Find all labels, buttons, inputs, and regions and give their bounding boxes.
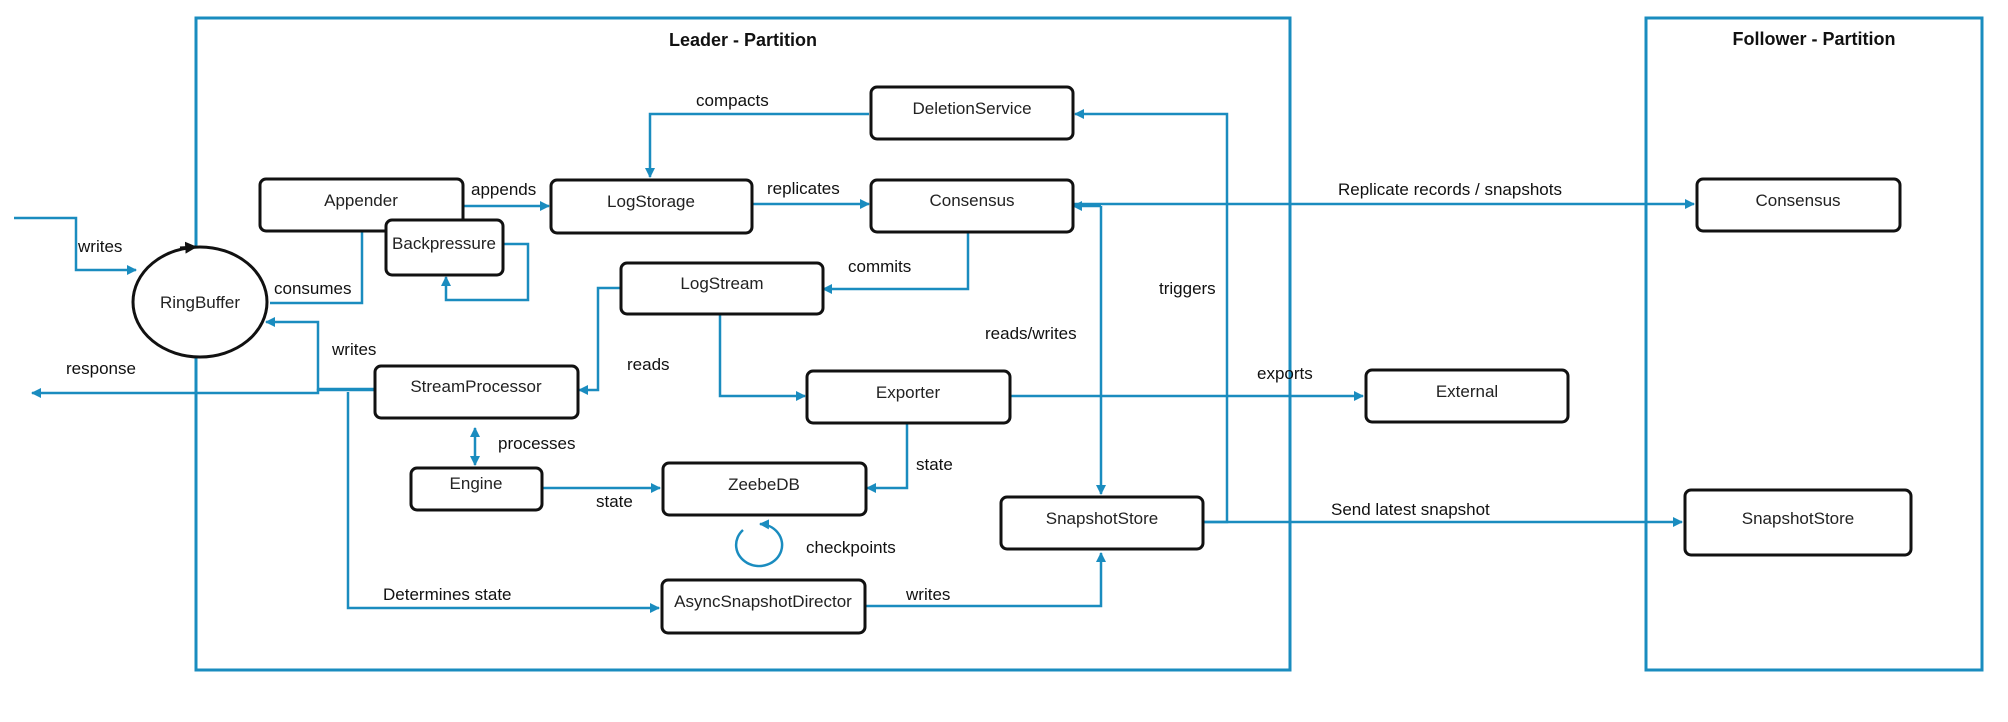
async-snapshot-director-node: AsyncSnapshotDirector [660, 578, 867, 635]
consensus-leader-node: Consensus [869, 178, 1075, 234]
zeebedb-node: ZeebeDB [661, 461, 868, 517]
snapshotstore-follower-node: SnapshotStore [1683, 488, 1913, 557]
label-reads: reads [627, 355, 670, 374]
edge-exporter-state [866, 422, 909, 493]
engine-node: Engine [409, 466, 544, 512]
edge-determines-state [346, 392, 660, 613]
exporter-box [805, 369, 1012, 425]
consensus-follower-box [1695, 177, 1902, 233]
snapshotstore-follower-box [1683, 488, 1913, 557]
deletion-service-box [869, 85, 1075, 141]
appender-label: Appender [324, 191, 398, 210]
label-writes-in: writes [77, 237, 122, 256]
consensus-follower-node: Consensus [1695, 177, 1902, 233]
follower-partition-border [1644, 16, 1984, 672]
snapshotstore-leader-box [999, 495, 1205, 551]
leader-partition-title: Leader - Partition [669, 30, 817, 50]
edge-backpressure-loop [441, 242, 530, 302]
deletion-service-node: DeletionService [869, 85, 1075, 141]
label-processes: processes [498, 434, 575, 453]
consensus-follower-label: Consensus [1755, 191, 1840, 210]
backpressure-box [384, 218, 505, 277]
label-send-latest-snapshot: Send latest snapshot [1331, 500, 1490, 519]
external-label: External [1436, 382, 1498, 401]
label-replicates: replicates [767, 179, 840, 198]
logstorage-label: LogStorage [607, 192, 695, 211]
stream-processor-label: StreamProcessor [410, 377, 542, 396]
zeebedb-box [661, 461, 868, 517]
label-writes-ring: writes [331, 340, 376, 359]
edges [14, 109, 1695, 613]
label-checkpoints: checkpoints [806, 538, 896, 557]
edge-commits [822, 232, 970, 294]
edge-consumes [270, 220, 367, 305]
backpressure-node: Backpressure [384, 218, 505, 277]
label-writes-snapshot: writes [905, 585, 950, 604]
stream-processor-box [373, 364, 580, 420]
ringbuffer-label: RingBuffer [160, 293, 240, 312]
ringbuffer-node: RingBuffer [131, 241, 269, 359]
logstorage-node: LogStorage [549, 178, 754, 235]
backpressure-label: Backpressure [392, 234, 496, 253]
label-appends: appends [471, 180, 536, 199]
edge-writes-in [14, 216, 137, 275]
label-commits: commits [848, 257, 911, 276]
label-state-engine: state [596, 492, 633, 511]
stream-processor-node: StreamProcessor [373, 364, 580, 420]
ringbuffer-circle [131, 245, 269, 359]
edge-reads [578, 286, 620, 395]
zeebedb-label: ZeebeDB [728, 475, 800, 494]
deletion-service-label: DeletionService [912, 99, 1031, 118]
appender-node: Appender [258, 177, 465, 233]
exporter-node: Exporter [805, 369, 1012, 425]
edge-writes-snapshot [866, 552, 1106, 608]
snapshotstore-leader-node: SnapshotStore [999, 495, 1205, 551]
engine-label: Engine [450, 474, 503, 493]
consensus-leader-box [869, 178, 1075, 234]
exporter-label: Exporter [876, 383, 941, 402]
label-exports: exports [1257, 364, 1313, 383]
engine-box [409, 466, 544, 512]
logstorage-box [549, 178, 754, 235]
label-compacts: compacts [696, 91, 769, 110]
follower-partition: Follower - Partition [1644, 16, 1984, 672]
external-node: External [1364, 368, 1570, 424]
edge-logstream-exporter [718, 314, 806, 401]
edge-labels: writes consumes appends compacts replica… [66, 91, 1562, 604]
edge-checkpoints-loop [734, 519, 784, 568]
snapshotstore-leader-label: SnapshotStore [1046, 509, 1158, 528]
logstream-label: LogStream [680, 274, 763, 293]
external-box [1364, 368, 1570, 424]
consensus-leader-label: Consensus [929, 191, 1014, 210]
follower-partition-title: Follower - Partition [1732, 29, 1895, 49]
edge-compacts [645, 112, 869, 178]
edge-response [31, 388, 374, 398]
nodes: Appender Backpressure LogStorage Deletio… [258, 85, 1913, 635]
label-reads-writes: reads/writes [985, 324, 1077, 343]
label-replicate-records: Replicate records / snapshots [1338, 180, 1562, 199]
label-consumes: consumes [274, 279, 351, 298]
label-triggers: triggers [1159, 279, 1216, 298]
async-snapshot-director-label: AsyncSnapshotDirector [674, 592, 852, 611]
logstream-box [619, 261, 825, 316]
snapshotstore-follower-label: SnapshotStore [1742, 509, 1854, 528]
ringbuffer-arrow [179, 241, 198, 254]
appender-box [258, 177, 465, 233]
logstream-node: LogStream [619, 261, 825, 316]
edge-triggers [1074, 109, 1229, 524]
async-snapshot-director-box [660, 578, 867, 635]
label-determines-state: Determines state [383, 585, 512, 604]
label-state-exporter: state [916, 455, 953, 474]
label-response: response [66, 359, 136, 378]
